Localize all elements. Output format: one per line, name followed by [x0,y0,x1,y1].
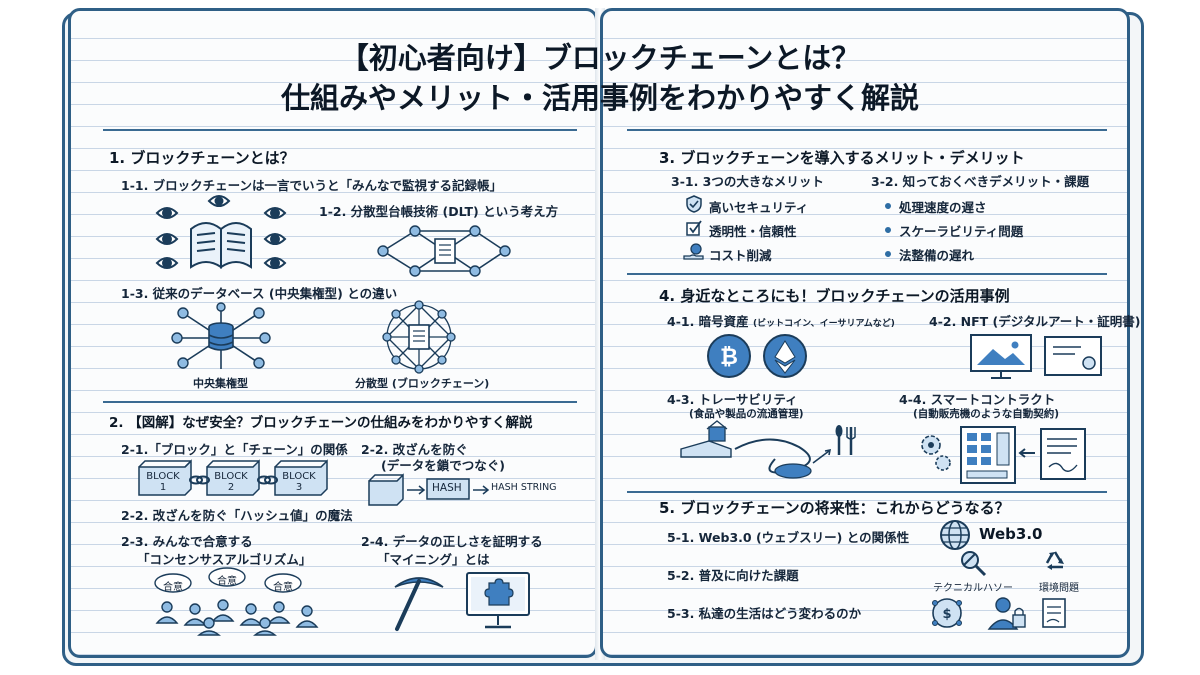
section-2-heading: 2. 【図解】なぜ安全？ブロックチェーンの仕組みをわかりやすく解説 [109,415,533,431]
consensus-people-icon [154,567,319,636]
hand-coin-icon [683,243,704,260]
section-5-2-heading: 5-2. 普及に向けた課題 [667,568,799,583]
title-line-1: 【初心者向け】ブロックチェーンとは？ [339,41,861,75]
block-2-label: BLOCK 2 [209,471,253,493]
block-2-text: BLOCK 2 [214,471,248,493]
merit-1: 高いセキュリティ [709,200,809,215]
section-4-3-heading: 4-3. トレーサビリティ [667,392,798,407]
section-2-2-heading-b: 2-2. 改ざんを防ぐ「ハッシュ値」の魔法 [121,508,353,523]
merit-3: コスト削減 [709,248,772,263]
hash-function-diagram [368,473,490,506]
environment-issue-label: 環境問題 [1039,583,1079,594]
consensus-bubble-1: 合意 [163,582,183,593]
section-4-1-note: (ビットコイン、イーサリアムなど) [753,319,895,329]
section-4-4-heading: 4-4. スマートコントラクト [899,392,1056,407]
demerit-2: スケーラビリティ問題 [899,224,1024,239]
centralized-database-icon [171,302,271,369]
section-5-3-heading: 5-3. 私達の生活はどう変わるのか [667,606,862,621]
section-5-heading: 5. ブロックチェーンの将来性：これからどうなる？ [659,499,1010,517]
recycle-icon [1045,551,1064,570]
globe-icon [940,520,970,550]
nft-art-certificate-icon [970,334,1102,379]
section-divider-3 [627,273,1107,275]
section-3-1-heading: 3-1. 3つの大きなメリット [671,174,824,189]
notebook: 1. ブロックチェーンとは？ 1-1. ブロックチェーンは一言でいうと「みんなで… [62,8,1144,666]
page-title: 【初心者向け】ブロックチェーンとは？ 仕組みやメリット・活用事例をわかりやすく解… [68,38,1132,118]
demerit-bullet-1 [885,203,891,209]
section-4-3-note: (食品や製品の流通管理) [689,408,804,420]
pickaxe-icon [394,577,444,631]
section-2-4-heading-line1: 2-4. データの正しさを証明する [361,534,543,549]
shield-check-icon [686,195,702,213]
right-page: 3. ブロックチェーンを導入するメリット・デメリット 3-1. 3つの大きなメリ… [600,8,1141,658]
demerit-bullet-2 [885,227,891,233]
monitor-puzzle-icon [466,572,530,629]
block-1-text: BLOCK 1 [146,471,180,493]
hash-label: HASH [432,482,462,494]
distributed-network-icon [382,300,456,374]
distributed-label: 分散型 (ブロックチェーン) [355,377,490,390]
section-2-3-heading-line2: 「コンセンサスアルゴリズム」 [137,552,312,567]
section-4-4-note: (自動販売機のような自動契約) [913,408,1060,420]
section-1-2-heading: 1-2. 分散型台帳技術 (DLT) という考え方 [319,204,559,219]
left-page: 1. ブロックチェーンとは？ 1-1. ブロックチェーンは一言でいうと「みんなで… [68,8,598,658]
web3-label: Web3.0 [979,525,1043,543]
hash-string-label: HASH STRING [491,482,557,493]
centralized-label: 中央集権型 [193,377,248,390]
consensus-bubble-3: 合意 [273,582,293,593]
svg-text:₿: ₿ [720,345,738,370]
smart-contract-vending-icon [921,426,1086,484]
eyes-watching-ledger-icon [155,195,287,269]
section-3-heading: 3. ブロックチェーンを導入するメリット・デメリット [659,149,1025,167]
title-line-2: 仕組みやメリット・活用事例をわかりやすく解説 [280,81,919,115]
title-underline-left [103,129,577,131]
section-divider-4 [627,491,1107,493]
section-4-1-heading: 4-1. 暗号資産 (ビットコイン、イーサリアムなど) [667,311,895,330]
section-4-heading: 4. 身近なところにも！ブロックチェーンの活用事例 [659,287,1010,305]
block-1-label: BLOCK 1 [141,471,185,493]
section-2-4-heading-line2: 「マイニング」とは [377,552,490,567]
magnifier-wrench-icon [961,551,987,577]
demerit-1: 処理速度の遅さ [899,200,987,215]
section-1-heading: 1. ブロックチェーンとは？ [109,149,295,167]
demerit-bullet-3 [885,251,891,257]
section-divider-1 [103,401,577,403]
technical-issue-label: テクニカルハソー [933,583,1013,594]
daily-life-icons: $ [932,597,1066,630]
section-4-2-heading: 4-2. NFT (デジタルアート・証明書) [929,314,1141,329]
block-3-text: BLOCK 3 [282,471,316,493]
section-3-2-heading: 3-2. 知っておくべきデメリット・課題 [871,174,1090,189]
title-underline-right [627,129,1107,131]
section-1-3-heading: 1-3. 従来のデータベース (中央集権型) との違い [121,286,398,301]
section-2-2-heading-a: 2-2. 改ざんを防ぐ [361,442,468,457]
supply-chain-flow-icon [680,420,856,479]
block-chain-diagram [138,459,328,496]
section-2-2-subheading: (データを鎖でつなぐ) [381,458,505,473]
block-3-label: BLOCK 3 [277,471,321,493]
section-2-1-heading: 2-1.「ブロック」と「チェーン」の関係 [121,442,348,457]
consensus-bubble-2: 合意 [217,576,237,587]
merit-2: 透明性・信頼性 [709,224,797,239]
section-2-3-heading-line1: 2-3. みんなで合意する [121,534,253,549]
checkbox-icon [686,220,702,236]
section-4-1-title: 4-1. 暗号資産 [667,314,749,329]
demerit-3: 法整備の遅れ [899,248,975,263]
section-1-1-heading: 1-1. ブロックチェーンは一言でいうと「みんなで監視する記録帳」 [121,178,503,193]
crypto-coins-icon: ₿ [707,334,807,378]
distributed-ledger-network-icon [377,225,511,277]
section-5-1-heading: 5-1. Web3.0 (ウェブスリー) との関係性 [667,530,910,545]
svg-text:$: $ [942,607,951,622]
